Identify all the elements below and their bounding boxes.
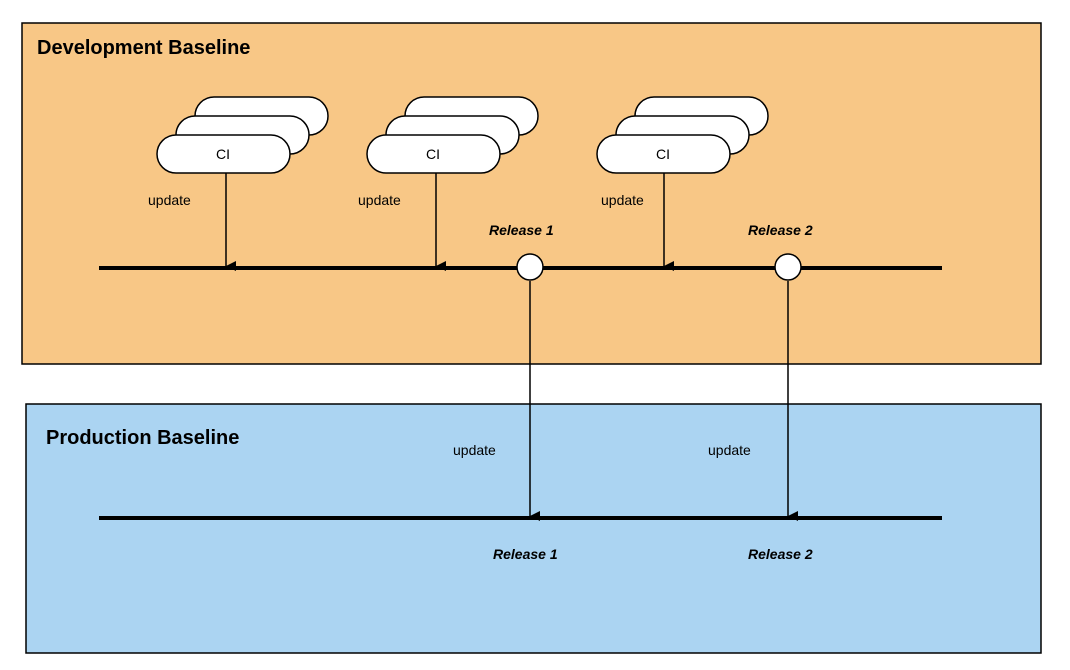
update-label: update bbox=[601, 192, 644, 208]
development-baseline-panel: Development Baseline CI update CI update… bbox=[21, 22, 1042, 365]
ci-label: CI bbox=[656, 146, 670, 162]
ci-pill-front bbox=[156, 134, 291, 174]
update-label: update bbox=[148, 192, 191, 208]
update-label: update bbox=[453, 442, 496, 458]
ci-label: CI bbox=[426, 146, 440, 162]
production-baseline-title: Production Baseline bbox=[46, 427, 239, 449]
ci-label: CI bbox=[216, 146, 230, 162]
development-baseline-title: Development Baseline bbox=[37, 37, 250, 59]
production-baseline-panel: Production Baseline update update Releas… bbox=[25, 403, 1042, 654]
production-baseline-background bbox=[25, 403, 1042, 654]
release-node bbox=[774, 253, 802, 281]
development-baseline-background bbox=[21, 22, 1042, 365]
ci-pill-front bbox=[366, 134, 501, 174]
ci-group: CI update bbox=[596, 96, 769, 271]
release-node bbox=[516, 253, 544, 281]
release-connectors bbox=[516, 253, 802, 521]
prod-release-label: Release 1 bbox=[493, 546, 558, 562]
prod-release-label: Release 2 bbox=[748, 546, 813, 562]
update-label: update bbox=[708, 442, 751, 458]
dev-release-label: Release 1 bbox=[489, 222, 554, 238]
ci-group: CI update bbox=[358, 96, 539, 271]
ci-group: CI update bbox=[148, 96, 329, 271]
dev-release-label: Release 2 bbox=[748, 222, 813, 238]
update-label: update bbox=[358, 192, 401, 208]
